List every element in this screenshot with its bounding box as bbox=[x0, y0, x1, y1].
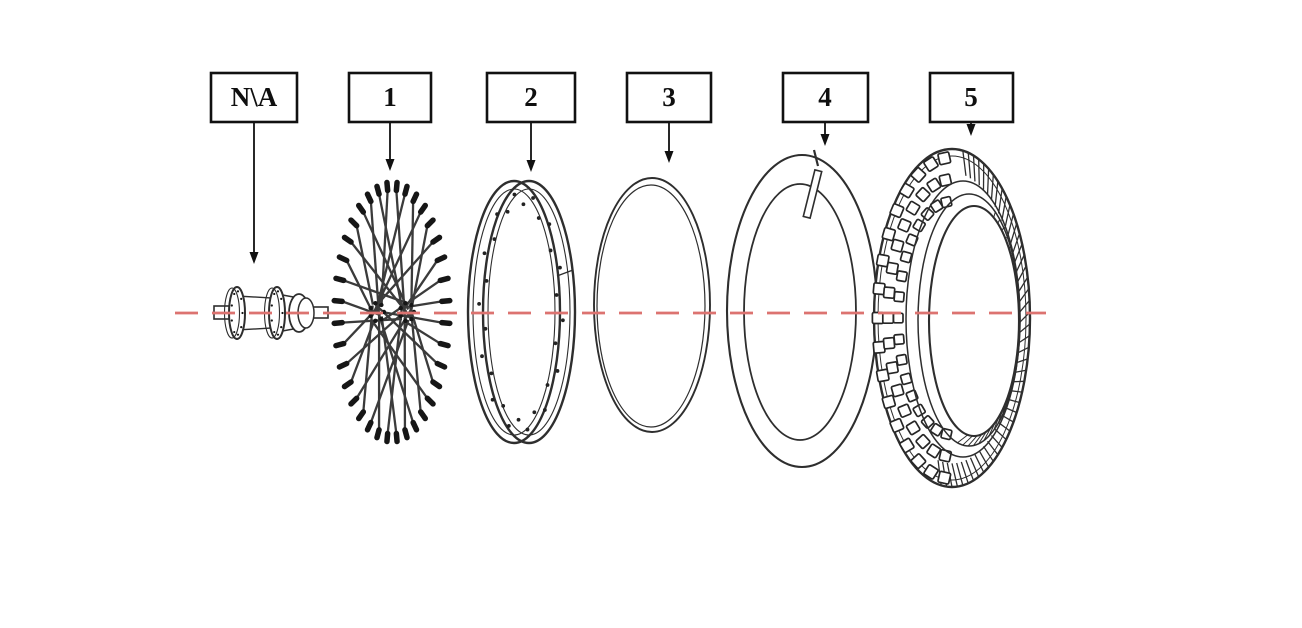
label-text: 3 bbox=[662, 82, 676, 112]
callout-spoke-set: 1 bbox=[347, 71, 433, 171]
callout-inner-tube: 4 bbox=[781, 71, 870, 146]
label-text: 1 bbox=[383, 82, 397, 112]
arrow-down-icon bbox=[249, 252, 259, 264]
callout-tire: 5 bbox=[928, 71, 1015, 136]
tire-drawing bbox=[871, 147, 1032, 489]
label-text: 5 bbox=[964, 82, 978, 112]
rim-strip-drawing bbox=[593, 177, 711, 433]
arrow-down-icon bbox=[385, 159, 395, 171]
label-text: 2 bbox=[524, 82, 538, 112]
arrow-down-icon bbox=[820, 134, 830, 146]
label-box bbox=[625, 71, 713, 124]
label-text: 4 bbox=[818, 82, 832, 112]
arrow-down-icon bbox=[526, 160, 536, 172]
label-box bbox=[928, 71, 1015, 124]
label-text: N\A bbox=[231, 82, 278, 112]
label-box bbox=[485, 71, 577, 124]
inner-tube-drawing bbox=[725, 149, 879, 469]
callout-rim-strip: 3 bbox=[625, 71, 713, 163]
label-box bbox=[347, 71, 433, 124]
label-box bbox=[781, 71, 870, 124]
spoke-set-drawing bbox=[331, 179, 453, 445]
label-box bbox=[209, 71, 299, 124]
callout-rim: 2 bbox=[485, 71, 577, 172]
callout-hub-axle: N\A bbox=[209, 71, 299, 264]
arrow-down-icon bbox=[664, 151, 674, 163]
arrow-down-icon bbox=[966, 124, 976, 136]
